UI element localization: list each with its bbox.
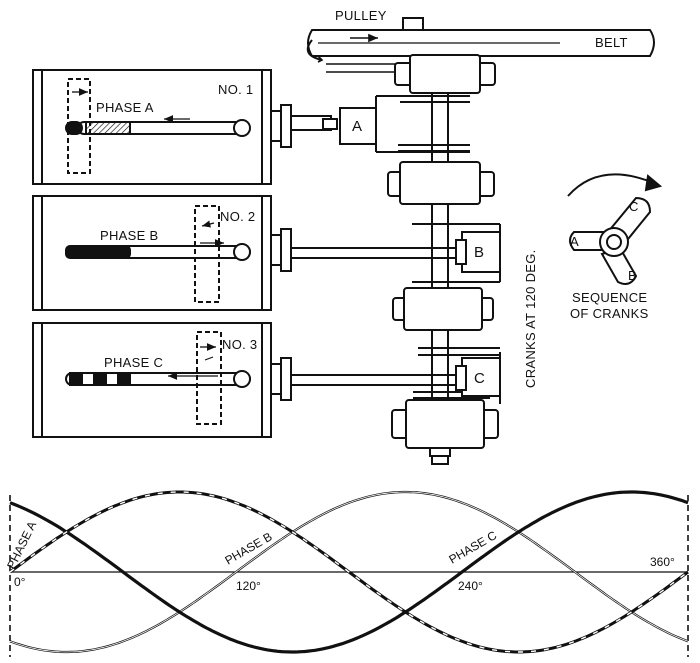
cranks-angle-label: CRANKS AT 120 DEG. bbox=[523, 249, 538, 388]
label-no2: NO. 2 bbox=[220, 209, 255, 224]
pulley-rotation-arrow bbox=[306, 39, 323, 61]
label-crank-c: C bbox=[474, 370, 485, 387]
wave-phase-a-inner bbox=[9, 491, 689, 653]
sequence-label-line1: SEQUENCE bbox=[572, 290, 647, 305]
label-crank-b: B bbox=[474, 244, 484, 261]
tick-0: 0° bbox=[14, 575, 26, 589]
label-no3: NO. 3 bbox=[222, 337, 257, 352]
crank-sequence-diagram bbox=[567, 173, 663, 285]
label-crank-a: A bbox=[352, 118, 362, 135]
seq-label-c: C bbox=[629, 199, 639, 214]
coil-no3 bbox=[196, 331, 222, 425]
seq-label-a: A bbox=[570, 234, 579, 249]
label-no1: NO. 1 bbox=[218, 82, 253, 97]
cylinder-no1 bbox=[32, 69, 470, 185]
cylinder-no3 bbox=[32, 322, 501, 438]
wave-phase-c-dashes bbox=[9, 491, 689, 653]
belt-label: BELT bbox=[595, 35, 628, 50]
rotation-arrow bbox=[567, 173, 657, 197]
cylinder-no2 bbox=[32, 195, 501, 311]
waveform-panel bbox=[9, 490, 689, 657]
seq-label-b: B bbox=[628, 268, 637, 283]
tick-120: 120° bbox=[236, 579, 261, 593]
tick-360: 360° bbox=[650, 555, 675, 569]
label-phase-a: PHASE A bbox=[96, 100, 154, 115]
crank-a-block bbox=[339, 107, 377, 145]
rod-phase-a-hatched bbox=[85, 121, 131, 135]
coil-no1 bbox=[67, 78, 91, 174]
wave-phase-b bbox=[9, 490, 689, 654]
coil-no2 bbox=[194, 205, 220, 303]
wave-label-phase-c: PHASE C bbox=[447, 528, 500, 567]
crank-c-block bbox=[461, 357, 501, 397]
label-phase-b: PHASE B bbox=[100, 228, 158, 243]
crankshaft bbox=[387, 54, 500, 465]
pulley-label: PULLEY bbox=[335, 8, 387, 23]
label-phase-c: PHASE C bbox=[104, 355, 163, 370]
tick-240: 240° bbox=[458, 579, 483, 593]
sequence-label-line2: OF CRANKS bbox=[570, 306, 649, 321]
pulley-hub bbox=[402, 17, 424, 31]
